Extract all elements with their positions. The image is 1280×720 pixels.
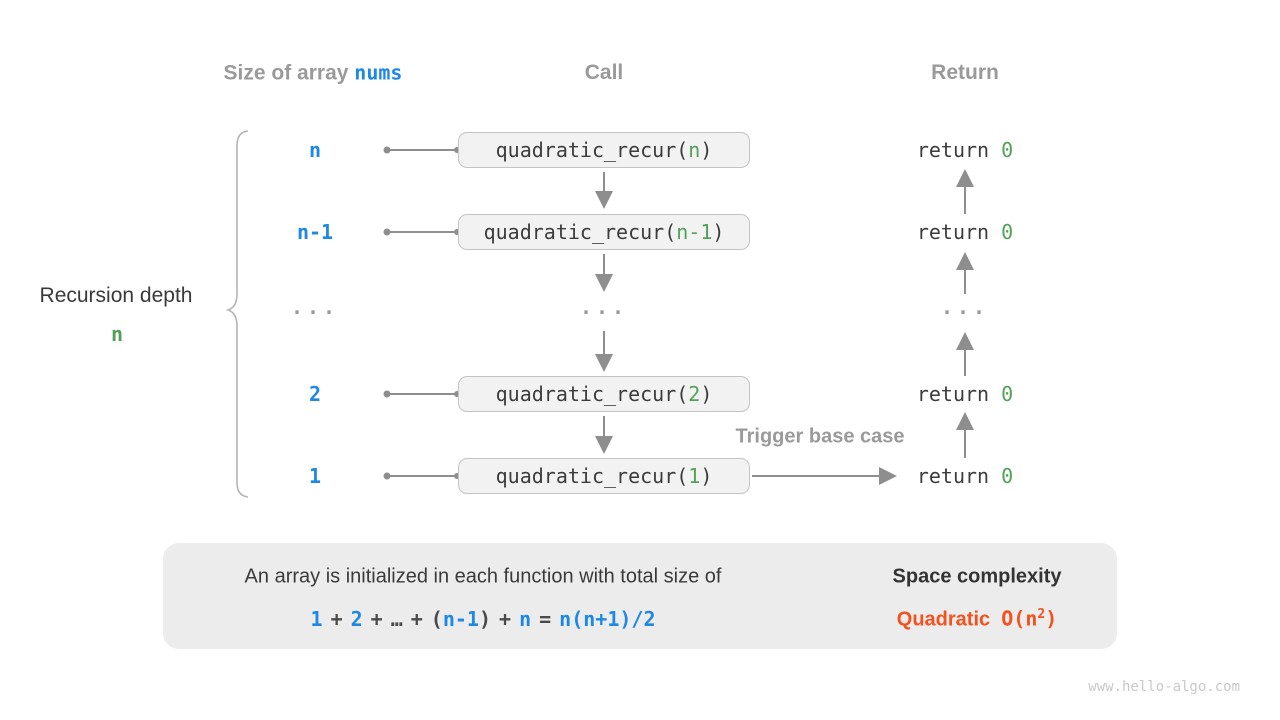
call-box-n-1: quadratic_recur(n-1) <box>458 214 750 250</box>
call-ellipsis: ... <box>579 295 629 319</box>
call-box-2: quadratic_recur(2) <box>458 376 750 412</box>
column-header-size: Size of array nums <box>224 61 403 86</box>
call-close: ) <box>700 464 713 488</box>
column-header-call: Call <box>584 61 624 84</box>
call-box-n: quadratic_recur(n) <box>458 132 750 168</box>
summary-panel <box>163 543 1117 649</box>
big-o-notation: O(n2) <box>1001 606 1058 631</box>
size-label-n: n <box>308 138 322 162</box>
formula-plus: + <box>410 607 423 631</box>
summary-sentence: An array is initialized in each function… <box>244 565 722 588</box>
call-arg: 1 <box>688 464 701 488</box>
space-complexity-value: Quadratic O(n2) <box>897 607 1057 632</box>
summary-formula: 1 +2 + … + (n-1) + n = n(n+1)/2 <box>307 607 660 631</box>
formula-equals: = <box>539 607 552 631</box>
formula-plus: + <box>330 607 343 631</box>
return-value: 0 <box>1001 220 1014 244</box>
return-keyword: return <box>916 464 990 488</box>
size-connector <box>383 146 460 480</box>
return-ellipsis: ... <box>940 295 990 319</box>
call-arg: n <box>688 138 701 162</box>
call-fn: quadratic_recur( <box>495 138 689 162</box>
return-statement: return 0 <box>917 382 1013 406</box>
formula-paren: ( <box>430 607 443 631</box>
size-header-text: Size of array <box>223 61 355 85</box>
formula-term: n <box>519 607 532 631</box>
size-label-2: 2 <box>308 382 322 406</box>
return-keyword: return <box>916 138 990 162</box>
space-complexity-title: Space complexity <box>892 565 1062 588</box>
call-close: ) <box>700 382 713 406</box>
formula-term: n-1 <box>442 607 479 631</box>
formula-result: n(n+1)/2 <box>559 607 656 631</box>
complexity-kind: Quadratic <box>896 608 991 631</box>
return-value: 0 <box>1001 138 1014 162</box>
call-fn: quadratic_recur( <box>495 382 689 406</box>
size-label-1: 1 <box>308 464 322 488</box>
formula-term: 1 <box>310 607 323 631</box>
return-value: 0 <box>1001 382 1014 406</box>
formula-ellipsis: … <box>390 607 403 631</box>
return-value: 0 <box>1001 464 1014 488</box>
return-keyword: return <box>916 220 990 244</box>
size-label-n-1: n-1 <box>296 220 334 244</box>
call-close: ) <box>700 138 713 162</box>
call-fn: quadratic_recur( <box>495 464 689 488</box>
return-statement: return 0 <box>917 138 1013 162</box>
return-keyword: return <box>916 382 990 406</box>
return-statement: return 0 <box>917 220 1013 244</box>
formula-plus: + <box>499 607 512 631</box>
call-arg: 2 <box>688 382 701 406</box>
call-fn: quadratic_recur( <box>483 220 677 244</box>
recursion-depth-label: Recursion depth <box>39 284 193 307</box>
watermark: www.hello-algo.com <box>1088 679 1240 695</box>
call-box-1: quadratic_recur(1) <box>458 458 750 494</box>
size-ellipsis: ... <box>290 295 340 319</box>
recursion-depth-brace <box>225 130 249 498</box>
recursion-depth-value: n <box>110 322 124 346</box>
trigger-base-case-label: Trigger base case <box>735 425 905 448</box>
call-close: ) <box>712 220 725 244</box>
call-arg: n-1 <box>676 220 713 244</box>
formula-term: 2 <box>350 607 363 631</box>
size-header-code: nums <box>354 60 403 85</box>
formula-plus: + <box>370 607 383 631</box>
column-header-return: Return <box>931 61 999 84</box>
return-statement: return 0 <box>917 464 1013 488</box>
formula-paren: ) <box>478 607 492 631</box>
